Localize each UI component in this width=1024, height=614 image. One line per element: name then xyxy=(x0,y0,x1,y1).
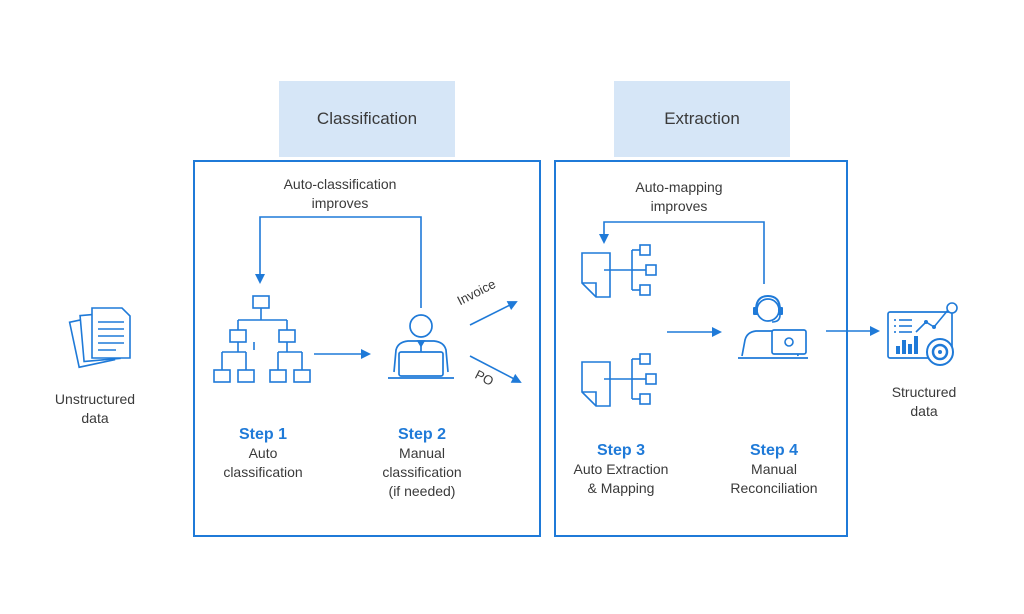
step2-desc-line2: classification xyxy=(382,464,462,480)
headset-agent-icon xyxy=(738,294,808,359)
extraction-loop-line2: improves xyxy=(650,198,708,214)
step1-desc-line2: classification xyxy=(223,464,303,480)
invoice-branch-arrow xyxy=(469,301,518,326)
extraction-phase-label: Extraction xyxy=(664,109,740,128)
unstructured-data-label: Unstructured data xyxy=(45,390,145,428)
extraction-panel xyxy=(554,160,848,537)
step3-description: Auto Extraction & Mapping xyxy=(551,460,691,498)
org-chart-icon xyxy=(213,295,311,383)
document-tree-icon xyxy=(581,244,657,298)
extraction-loop-line1: Auto-mapping xyxy=(635,179,723,195)
step4-desc-line2: Reconciliation xyxy=(730,480,818,496)
classification-loop-label: Auto-classification improves xyxy=(250,175,430,213)
classification-loop-arrow xyxy=(255,216,422,308)
classification-panel xyxy=(193,160,541,537)
unstructured-line1: Unstructured xyxy=(54,391,136,407)
classification-loop-line2: improves xyxy=(311,195,369,211)
step4-description: Manual Reconciliation xyxy=(704,460,844,498)
person-at-laptop-icon xyxy=(388,314,454,379)
documents-stack-icon xyxy=(68,307,131,369)
structured-line1: Structured xyxy=(891,384,957,400)
document-tree-icon xyxy=(581,353,657,407)
po-branch-arrow xyxy=(469,355,522,383)
step3-title: Step 3 xyxy=(596,442,645,459)
unstructured-line2: data xyxy=(81,410,109,426)
step4-desc-line1: Manual xyxy=(751,461,797,477)
step3-desc-line1: Auto Extraction xyxy=(573,461,669,477)
step2-description: Manual classification (if needed) xyxy=(357,444,487,501)
step3-desc-line2: & Mapping xyxy=(587,480,655,496)
structured-data-label: Structured data xyxy=(874,383,974,421)
step2-desc-line3: (if needed) xyxy=(388,483,456,499)
analytics-dashboard-icon xyxy=(887,302,958,366)
extraction-loop-arrow xyxy=(599,221,765,284)
step1-title: Step 1 xyxy=(238,426,287,443)
step1-description: Auto classification xyxy=(198,444,328,482)
classification-phase-label: Classification xyxy=(316,109,418,128)
extraction-loop-label: Auto-mapping improves xyxy=(604,178,754,216)
step2-desc-line1: Manual xyxy=(399,445,445,461)
structured-line2: data xyxy=(910,403,938,419)
step4-title: Step 4 xyxy=(749,442,798,459)
classification-loop-line1: Auto-classification xyxy=(283,176,397,192)
step2-title: Step 2 xyxy=(397,426,446,443)
step1-desc-line1: Auto xyxy=(248,445,278,461)
classification-phase-tab: Classification xyxy=(279,81,455,157)
extraction-phase-tab: Extraction xyxy=(614,81,790,157)
